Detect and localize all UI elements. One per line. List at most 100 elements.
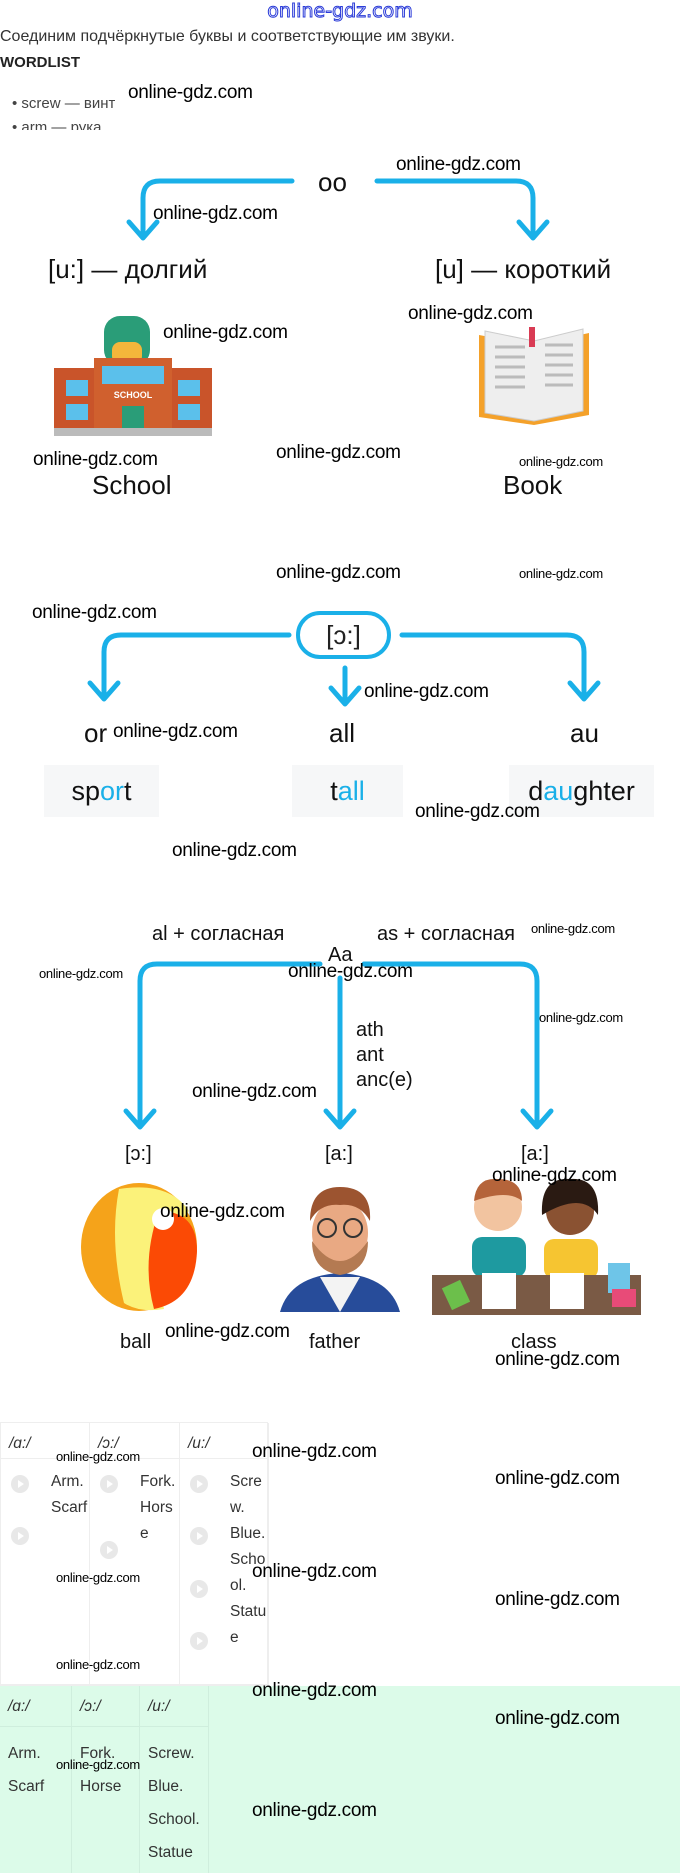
watermark: online-gdz.com xyxy=(192,1081,317,1102)
watermark: online-gdz.com xyxy=(539,1010,623,1025)
rule-ant: ant xyxy=(356,1044,384,1066)
answer-section xyxy=(0,1686,680,1873)
wordlist: • screw — винт • arm — рука xyxy=(12,92,115,130)
play-audio-icon[interactable] xyxy=(190,1580,208,1598)
arrow-center-2 xyxy=(328,665,362,707)
school-image: SCHOOL xyxy=(54,316,212,436)
cell-word: Screw. xyxy=(148,1745,195,1762)
site-watermark-logo: online-gdz.com xyxy=(267,0,414,23)
spelling-all: all xyxy=(329,718,356,748)
play-audio-icon[interactable] xyxy=(11,1527,29,1545)
table-cell: Fork. Horse xyxy=(72,1727,140,1873)
table-header: /u:/ xyxy=(140,1686,209,1727)
sound-open-o: [ɔ:] xyxy=(125,1143,152,1165)
cell-word: School. xyxy=(230,1551,266,1594)
instruction-text: Соединим подчёркнутые буквы и соответств… xyxy=(0,28,455,45)
watermark: online-gdz.com xyxy=(492,1165,617,1186)
watermark: online-gdz.com xyxy=(519,566,603,581)
play-audio-icon[interactable] xyxy=(190,1527,208,1545)
table-header: /ɔ:/ xyxy=(90,1423,180,1459)
watermark: online-gdz.com xyxy=(252,1680,377,1701)
watermark: online-gdz.com xyxy=(415,801,540,822)
spelling-or: or xyxy=(84,718,108,748)
answer-table: /ɑ:/ /ɔ:/ /u:/ Arm.Scarf Fork.Horse Scre… xyxy=(0,1686,209,1873)
wordlist-title: WORDLIST xyxy=(0,54,80,71)
cell-word: Blue. xyxy=(230,1525,266,1542)
watermark: online-gdz.com xyxy=(364,681,489,702)
watermark: online-gdz.com xyxy=(495,1708,620,1729)
watermark: online-gdz.com xyxy=(163,322,288,343)
father-image xyxy=(280,1187,400,1312)
arrow-left-1 xyxy=(126,178,295,241)
arrow-left-3 xyxy=(123,961,323,1130)
watermark: online-gdz.com xyxy=(408,303,533,324)
cell-word: Horse xyxy=(80,1778,122,1795)
cell-word: Fork. xyxy=(80,1745,116,1762)
play-audio-icon[interactable] xyxy=(190,1632,208,1650)
cell-word: Screw. xyxy=(230,1473,262,1516)
watermark: online-gdz.com xyxy=(128,82,253,103)
watermark: online-gdz.com xyxy=(252,1800,377,1821)
school-sign: SCHOOL xyxy=(114,390,153,400)
root-open-o: [ɔ:] xyxy=(296,611,391,659)
sound-short-u: [u] — короткий xyxy=(435,254,612,284)
rule-al-consonant: al + согласная xyxy=(152,923,285,945)
watermark: online-gdz.com xyxy=(56,1657,140,1672)
rule-ance: anc(e) xyxy=(356,1069,413,1091)
table-cell: Screw.Blue. School.Statue xyxy=(180,1459,269,1685)
watermark: online-gdz.com xyxy=(56,1449,140,1464)
words-table: /ɑ:/ /ɔ:/ /u:/ Arm.Scarf Fork.Horse Scre… xyxy=(0,1422,269,1686)
class-image xyxy=(432,1178,641,1315)
watermark: online-gdz.com xyxy=(531,921,615,936)
word-father: father xyxy=(309,1331,361,1353)
watermark: online-gdz.com xyxy=(252,1441,377,1462)
root-aa: Aa xyxy=(328,944,353,967)
watermark: online-gdz.com xyxy=(56,1570,140,1585)
watermark: online-gdz.com xyxy=(33,449,158,470)
cell-word: Fork. xyxy=(140,1473,176,1490)
play-audio-icon[interactable] xyxy=(100,1541,118,1559)
rule-as-consonant: as + согласная xyxy=(377,923,515,945)
table-cell: Screw.Blue.School.Statue xyxy=(140,1727,209,1873)
watermark: online-gdz.com xyxy=(495,1468,620,1489)
watermark: online-gdz.com xyxy=(288,961,413,982)
table-header: /ɔ:/ xyxy=(72,1686,140,1727)
arrow-left-2 xyxy=(87,632,292,702)
watermark: online-gdz.com xyxy=(276,562,401,583)
cell-word: Blue. xyxy=(148,1778,184,1795)
table-header: /u:/ xyxy=(180,1423,269,1459)
watermark: online-gdz.com xyxy=(495,1589,620,1610)
arrow-right-1 xyxy=(374,178,550,241)
word-book: Book xyxy=(503,470,563,500)
rule-ath: ath xyxy=(356,1019,384,1041)
watermark: online-gdz.com xyxy=(153,203,278,224)
word-school: School xyxy=(92,470,172,500)
watermark: online-gdz.com xyxy=(32,602,157,623)
root-oo: oo xyxy=(318,167,347,197)
watermark: online-gdz.com xyxy=(396,154,521,175)
watermark: online-gdz.com xyxy=(39,966,123,981)
sound-long-u: [u:] — долгий xyxy=(48,254,208,284)
play-audio-icon[interactable] xyxy=(11,1475,29,1493)
cell-word: School. xyxy=(148,1811,200,1828)
sound-a-long: [a:] xyxy=(325,1143,353,1165)
wordlist-item: • arm — рука xyxy=(12,119,102,130)
watermark: online-gdz.com xyxy=(276,442,401,463)
watermark: online-gdz.com xyxy=(495,1349,620,1370)
wordlist-item: • screw — винт xyxy=(12,95,116,112)
cell-word: Arm. xyxy=(8,1745,41,1762)
ball-image xyxy=(81,1183,197,1311)
watermark: online-gdz.com xyxy=(172,840,297,861)
book-image xyxy=(479,327,589,425)
cell-word: Arm. xyxy=(51,1473,84,1490)
play-audio-icon[interactable] xyxy=(190,1475,208,1493)
table-header: /ɑ:/ xyxy=(1,1423,90,1459)
watermark: online-gdz.com xyxy=(113,721,238,742)
table-cell: Fork.Horse xyxy=(90,1459,180,1685)
play-audio-icon[interactable] xyxy=(100,1475,118,1493)
word-class: class xyxy=(511,1331,557,1353)
table-cell: Arm.Scarf xyxy=(0,1727,72,1873)
